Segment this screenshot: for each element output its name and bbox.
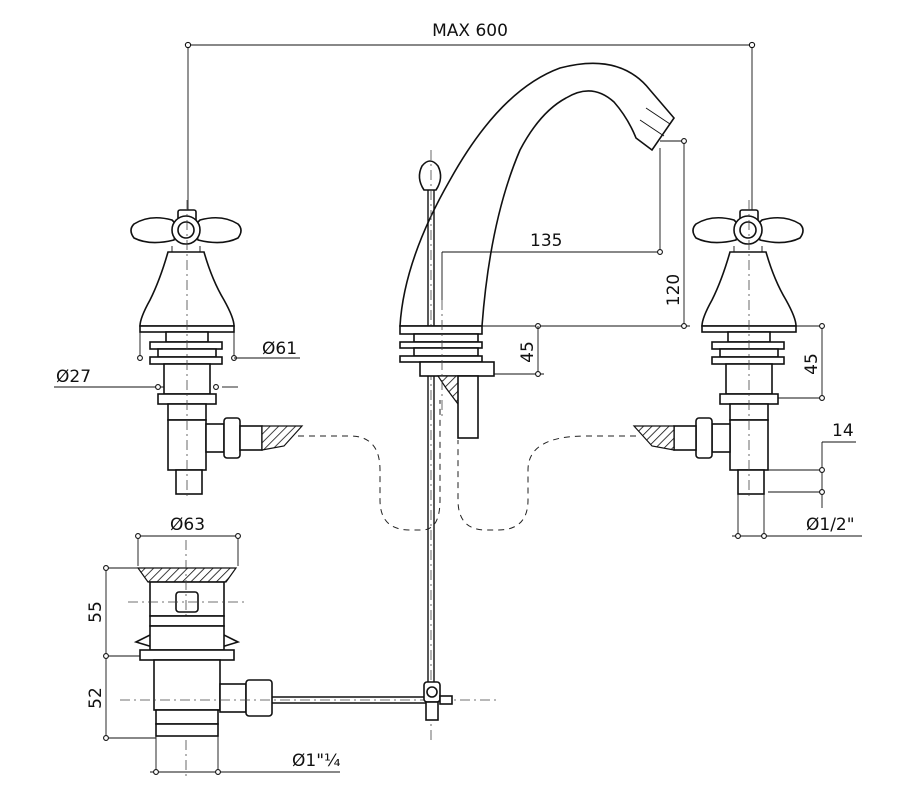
- popup-waste: Ø63 55 52 Ø1"¼: [86, 515, 496, 780]
- center-spout: 135 120 45: [399, 62, 690, 740]
- max-width-label: MAX 600: [432, 21, 508, 41]
- tap-base-label: 45: [802, 353, 822, 375]
- spout-height-label: 120: [664, 274, 684, 306]
- tap-diameter-label: Ø61: [262, 339, 297, 359]
- right-tap: 45 14 Ø1/2": [632, 200, 862, 539]
- mixer-base-label: 45: [518, 341, 538, 363]
- waste-thread-label: Ø1"¼: [292, 751, 341, 771]
- waste-diameter-label: Ø63: [170, 515, 205, 535]
- connector-label: 14: [832, 421, 854, 441]
- waste-lower-label: 52: [86, 687, 106, 709]
- left-tap: Ø61 Ø27: [54, 200, 304, 500]
- spout-reach-label: 135: [530, 231, 562, 251]
- shank-diameter-label: Ø27: [56, 367, 91, 387]
- max-width-dimension: MAX 600: [184, 21, 756, 210]
- thread-label: Ø1/2": [806, 515, 855, 535]
- waste-upper-label: 55: [86, 601, 106, 623]
- flexible-hoses: [298, 400, 636, 531]
